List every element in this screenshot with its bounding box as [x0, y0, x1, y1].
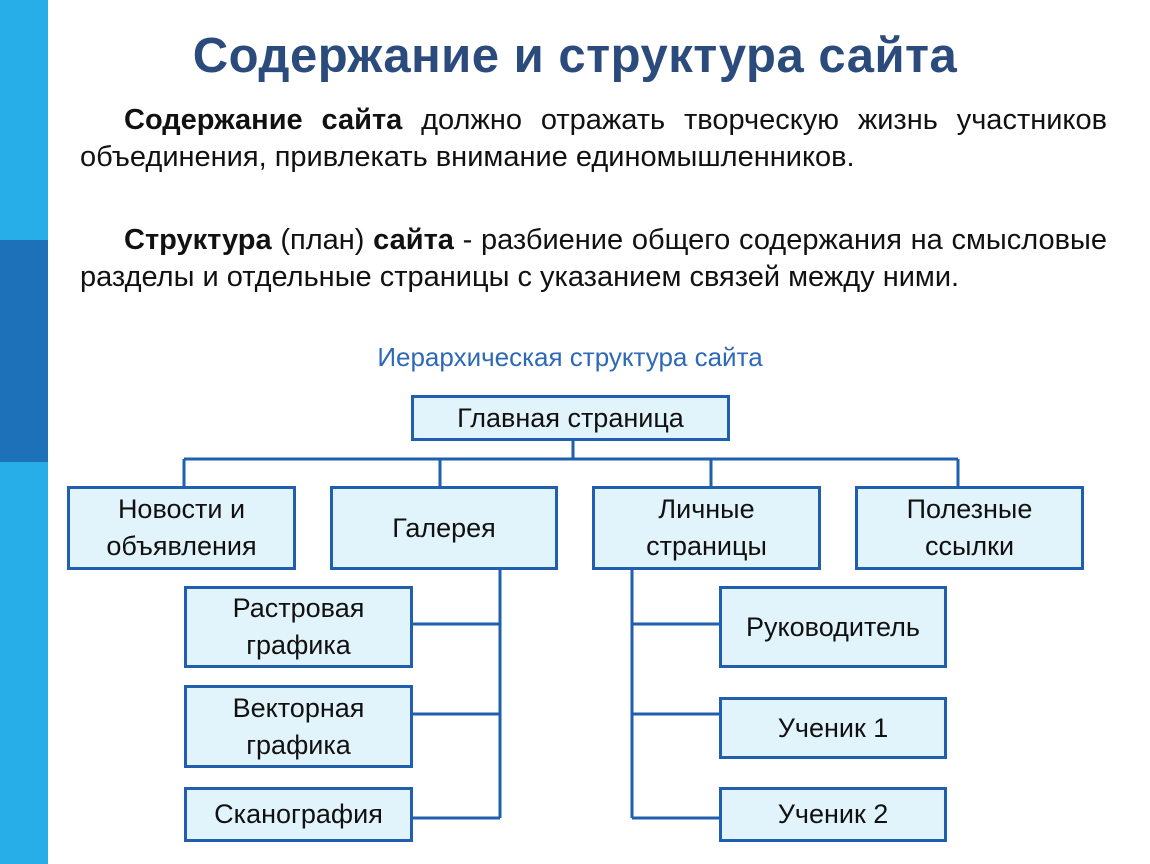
raster-label-line1: Растровая — [232, 593, 365, 623]
content-definition-text: должно отражать творческую жизнь участни… — [80, 104, 1107, 173]
leader-label: Руководитель — [746, 611, 920, 642]
vector-label-line1: Векторная — [232, 692, 365, 723]
section-gallery-node: Галерея — [330, 486, 558, 570]
content-definition-paragraph: Содержание сайта должно отражать творчес… — [80, 102, 1107, 176]
structure-definition-text: - разбиение общего содержания на смыслов… — [80, 224, 1107, 293]
links-label-line2: ссылки — [924, 531, 1015, 561]
root-node: Главная страница — [411, 395, 730, 441]
personal-leader-node: Руководитель — [719, 586, 947, 668]
content-term: Содержание сайта — [124, 104, 403, 136]
structure-term: Структура — [124, 224, 272, 256]
student2-label: Ученик 2 — [777, 799, 889, 829]
scan-label: Сканография — [214, 799, 383, 829]
structure-plan-note: (план) — [271, 224, 374, 256]
personal-label-line2: страницы — [646, 531, 767, 561]
diagram-caption: Иерархическая структура сайта — [377, 342, 763, 372]
left-accent-bar — [0, 0, 48, 864]
structure-site-term: сайта — [373, 224, 454, 256]
structure-definition-paragraph: Структура (план) сайта - разбиение общег… — [80, 222, 1107, 296]
gallery-label: Галерея — [392, 512, 496, 543]
section-links-node: Полезные ссылки — [855, 486, 1084, 570]
gallery-raster-node: Растровая графика — [184, 586, 413, 668]
links-label-line1: Полезные — [906, 494, 1033, 524]
slide-title: Содержание и структура сайта — [192, 29, 958, 83]
personal-label-line1: Личные — [658, 494, 755, 524]
gallery-vector-node: Векторная графика — [184, 685, 413, 768]
news-label-line2: объявления — [106, 531, 257, 561]
vector-label-line2: графика — [246, 729, 351, 760]
personal-student1-node: Ученик 1 — [719, 697, 947, 759]
raster-label-line2: графика — [246, 630, 351, 660]
section-personal-node: Личные страницы — [592, 486, 821, 570]
student1-label: Ученик 1 — [777, 712, 889, 743]
section-news-node: Новости и объявления — [67, 486, 296, 570]
root-node-label: Главная страница — [457, 402, 684, 433]
personal-student2-node: Ученик 2 — [719, 787, 947, 842]
news-label-line1: Новости и — [117, 494, 246, 524]
left-accent-bar-dark-segment — [0, 240, 48, 462]
gallery-scan-node: Сканография — [184, 787, 413, 842]
